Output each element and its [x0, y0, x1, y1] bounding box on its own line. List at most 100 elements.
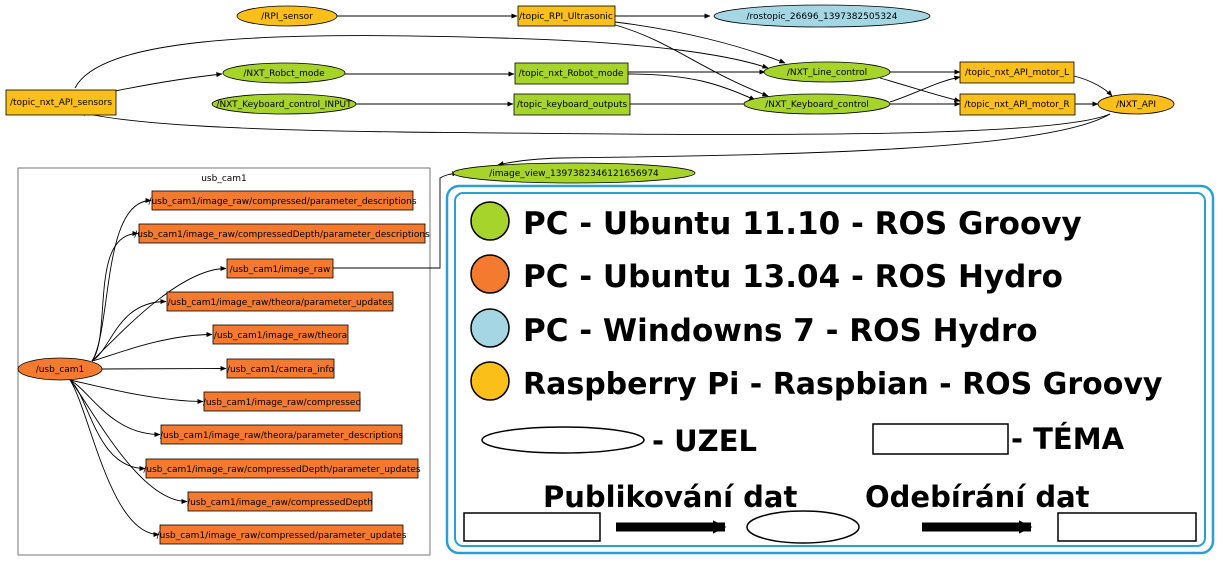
- legend-rect: [872, 423, 1009, 455]
- usb-cam-topic[interactable]: /usb_cam1/image_raw/compressed: [203, 391, 361, 412]
- topic-nxt-api-sensors[interactable]: /topic_nxt_API_sensors: [5, 89, 117, 116]
- edge-image-raw-to-image-view: [333, 171, 459, 269]
- usb-cam-topic[interactable]: /usb_cam1/image_raw: [226, 258, 334, 279]
- topic-rpi-ultrasonic[interactable]: /topic_RPI_Ultrasonic: [517, 5, 616, 27]
- node-image-view[interactable]: /image_view_1397382346121656974: [452, 162, 696, 184]
- topic-label: /usb_cam1/image_raw/theora/parameter_des…: [160, 431, 403, 441]
- legend-label: PC - Windowns 7 - ROS Hydro: [523, 313, 1038, 349]
- topic-label: /usb_cam1/image_raw: [230, 265, 331, 275]
- cluster-label: usb_cam1: [201, 174, 247, 184]
- edge-api-to-image-view-region: [497, 113, 1111, 167]
- node-label: /NXT_Robct_mode: [243, 69, 325, 79]
- node-nxt-robot-mode[interactable]: /NXT_Robct_mode: [222, 62, 346, 84]
- legend-label: Raspberry Pi - Raspbian - ROS Groovy: [523, 367, 1163, 402]
- node-rostopic[interactable]: /rostopic_26696_1397382505324: [713, 4, 931, 28]
- usb-cam-edge: [91, 265, 227, 362]
- legend-topic-label: - TÉMA: [1011, 422, 1125, 456]
- topic-label: /topic_keyboard_outputs: [517, 100, 628, 110]
- legend-node-shape: - UZEL: [481, 424, 757, 458]
- node-label: /NXT_Line_control: [787, 68, 867, 78]
- node-label: /RPI_sensor: [261, 12, 313, 22]
- topic-label: /usb_cam1/image_raw/compressed/parameter…: [157, 531, 407, 541]
- usb-cam-topic[interactable]: /usb_cam1/image_raw/theora/parameter_des…: [160, 424, 403, 445]
- usb-cam-edge: [91, 331, 213, 362]
- node-label: /rostopic_26696_1397382505324: [747, 12, 898, 22]
- node-label: /NXT_Keyboard_control: [765, 100, 869, 110]
- topic-box: [159, 524, 404, 545]
- usb-cam-edge: [69, 379, 146, 472]
- legend-node-label: - UZEL: [652, 424, 757, 458]
- usb-cam-topic[interactable]: /usb_cam1/image_raw/compressedDepth: [187, 491, 373, 512]
- legend-subscribe-label: Odebírání dat: [865, 480, 1090, 514]
- usb-cam-edge: [101, 365, 227, 372]
- usb-cam-edge: [91, 230, 139, 362]
- legend-outer-border: [445, 184, 1215, 555]
- legend-item-raspberry: Raspberry Pi - Raspbian - ROS Groovy: [470, 361, 1163, 402]
- topic-label: /usb_cam1/image_raw/theora: [214, 331, 347, 341]
- node-nxt-keyboard-control[interactable]: /NXT_Keyboard_control: [743, 93, 891, 115]
- topic-box: [203, 391, 361, 412]
- node-label: /usb_cam1: [36, 365, 85, 375]
- edge-sensors-to-line-control: [74, 35, 769, 89]
- usb-cam-edge: [91, 298, 167, 362]
- legend-flow-topic-left: [463, 512, 601, 542]
- legend-swatch: [470, 254, 510, 294]
- usb-cam-topics: /usb_cam1/image_raw/compressed/parameter…: [134, 190, 430, 545]
- usb-cam-topic[interactable]: /usb_cam1/image_raw/compressed/parameter…: [148, 190, 417, 211]
- topic-keyboard-outputs[interactable]: /topic_keyboard_outputs: [513, 93, 631, 116]
- legend-swatch: [470, 201, 510, 241]
- legend-inner-border: [454, 192, 1206, 547]
- node-nxt-api[interactable]: /NXT_API: [1097, 93, 1175, 115]
- usb-cam-topic[interactable]: /usb_cam1/image_raw/compressedDepth/para…: [134, 223, 430, 244]
- topic-nxt-robot-mode[interactable]: /topic_nxt_Robot_mode: [514, 62, 629, 85]
- node-rpi-sensor[interactable]: /RPI_sensor: [236, 5, 338, 27]
- topic-label: /topic_nxt_API_sensors: [10, 98, 112, 108]
- topic-box: [145, 458, 419, 479]
- legend-topic-shape: - TÉMA: [872, 422, 1125, 456]
- usb-cam-edge: [69, 379, 160, 538]
- legend-swatch: [470, 361, 510, 401]
- topic-label: /usb_cam1/image_raw/compressedDepth/para…: [134, 230, 430, 240]
- edge-keyboard-control-to-motor-l: [889, 75, 961, 103]
- legend-label: PC - Ubuntu 13.04 - ROS Hydro: [523, 259, 1063, 295]
- topic-box: [160, 424, 403, 445]
- topic-label: /topic_nxt_API_motor_L: [965, 68, 1069, 78]
- usb-cam-topic[interactable]: /usb_cam1/image_raw/theora: [212, 324, 349, 345]
- usb-cam-topic[interactable]: /usb_cam1/camera_info: [226, 358, 335, 379]
- topic-box: [226, 258, 334, 279]
- legend-flow-node: [746, 510, 860, 544]
- legend-item-hydro-windows: PC - Windowns 7 - ROS Hydro: [470, 308, 1038, 349]
- topic-label: /usb_cam1/image_raw/compressedDepth/para…: [143, 465, 421, 475]
- topic-box: [187, 491, 373, 512]
- usb-cam-topic[interactable]: /usb_cam1/image_raw/compressedDepth/para…: [143, 458, 421, 479]
- legend-item-groovy-pc: PC - Ubuntu 11.10 - ROS Groovy: [470, 201, 1082, 242]
- top-graph-nodes: /RPI_sensor /topic_RPI_Ultrasonic /rosto…: [5, 4, 1175, 116]
- edge-ultrasonic-to-line-control: [614, 21, 786, 64]
- topic-label: /usb_cam1/image_raw/compressed/parameter…: [148, 197, 416, 207]
- legend: PC - Ubuntu 11.10 - ROS Groovy PC - Ubun…: [445, 184, 1215, 555]
- legend-flow-example: [463, 510, 1197, 544]
- usb-cam-topic[interactable]: /usb_cam1/image_raw/compressed/parameter…: [157, 524, 407, 545]
- usb-cam-edge: [69, 379, 188, 505]
- usb-cam-topic[interactable]: /usb_cam1/image_raw/theora/parameter_upd…: [166, 291, 394, 312]
- node-nxt-line-control[interactable]: /NXT_Line_control: [763, 61, 891, 83]
- cluster-border: [17, 167, 431, 556]
- node-label: /NXT_API: [1116, 100, 1156, 110]
- topic-motor-l[interactable]: /topic_nxt_API_motor_L: [959, 61, 1075, 84]
- edge-topic-robot-mode-to-keyboard-control: [627, 73, 756, 101]
- edge-line-control-to-motor-r: [879, 77, 961, 103]
- edge-motor-l-to-api: [1073, 75, 1113, 97]
- topic-box: [138, 223, 426, 244]
- node-nxt-keyboard-input[interactable]: /NXT_Keyboard_control_INPUT: [211, 93, 357, 115]
- topic-label: /topic_RPI_Ultrasonic: [519, 12, 613, 22]
- topic-motor-r[interactable]: /topic_nxt_API_motor_R: [959, 93, 1076, 116]
- topic-box: [212, 324, 349, 345]
- topic-label: /usb_cam1/image_raw/compressed: [203, 398, 361, 408]
- legend-publish-label: Publikování dat: [543, 480, 797, 514]
- legend-ellipse: [481, 426, 645, 454]
- topic-box: [226, 358, 335, 379]
- topic-label: /usb_cam1/camera_info: [227, 365, 334, 375]
- node-usb-cam1[interactable]: /usb_cam1: [17, 357, 103, 381]
- node-label: /image_view_1397382346121656974: [489, 169, 659, 179]
- top-graph-edges: [74, 13, 1113, 167]
